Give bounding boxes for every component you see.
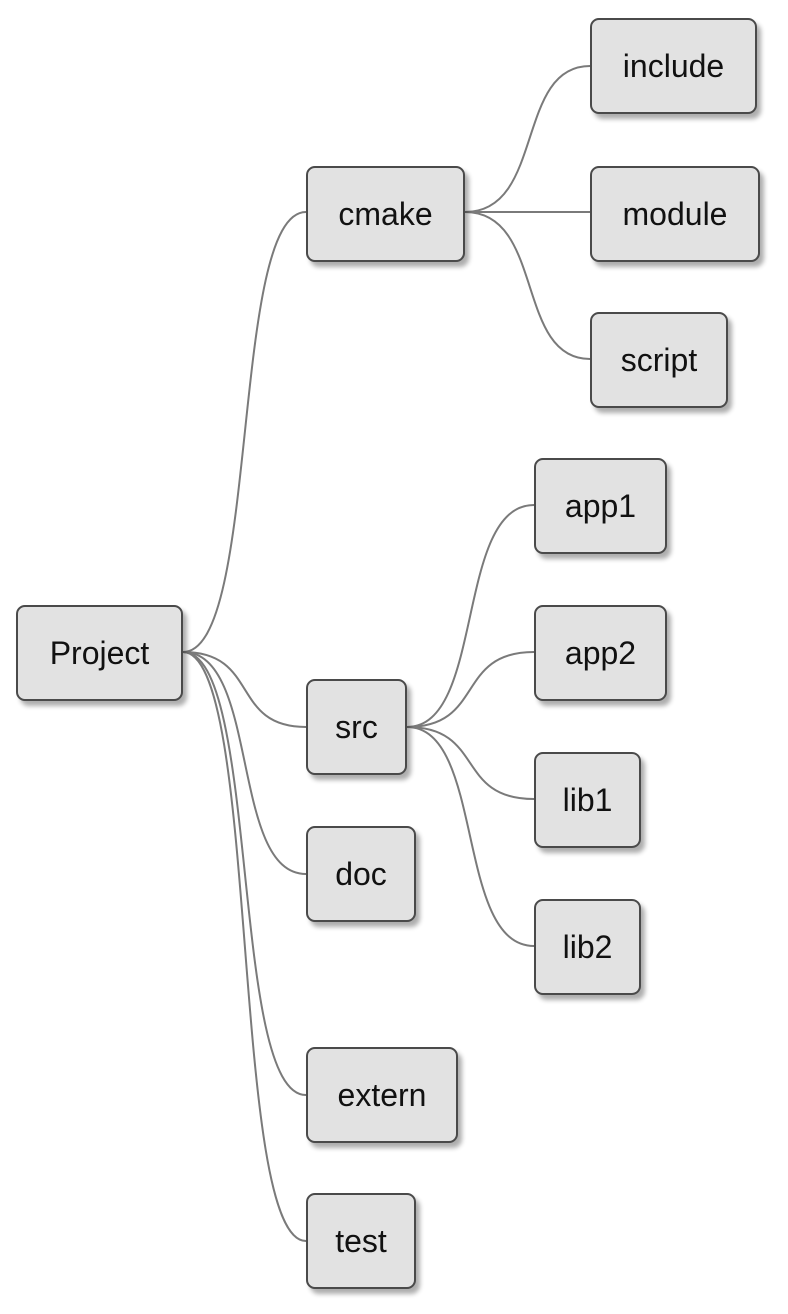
node-lib2: lib2 (534, 899, 641, 995)
node-module: module (590, 166, 760, 262)
node-extern: extern (306, 1047, 458, 1143)
node-cmake: cmake (306, 166, 465, 262)
node-doc: doc (306, 826, 416, 922)
node-app2: app2 (534, 605, 667, 701)
edge-project-cmake (182, 211, 307, 653)
edge-src-lib2 (406, 726, 535, 947)
edge-project-test (182, 651, 307, 1242)
node-include: include (590, 18, 757, 114)
edge-cmake-include (464, 65, 591, 213)
edge-cmake-script (464, 211, 591, 360)
node-script: script (590, 312, 728, 408)
edge-src-app2 (406, 651, 535, 728)
edge-project-extern (182, 651, 307, 1096)
node-lib1: lib1 (534, 752, 641, 848)
node-app1: app1 (534, 458, 667, 554)
edge-project-src (182, 651, 307, 728)
node-test: test (306, 1193, 416, 1289)
node-src: src (306, 679, 407, 775)
node-project: Project (16, 605, 183, 701)
edge-src-lib1 (406, 726, 535, 800)
edge-src-app1 (406, 504, 535, 728)
edge-project-doc (182, 651, 307, 875)
